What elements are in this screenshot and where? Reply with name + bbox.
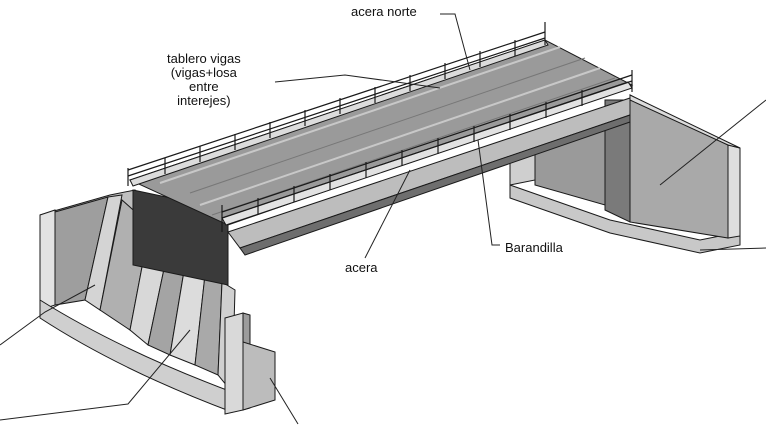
leader-lines — [0, 13, 766, 425]
leader-right-base — [699, 247, 766, 251]
leader-footing — [269, 377, 299, 425]
label-barandilla: Barandilla — [504, 240, 564, 255]
label-tablero-vigas: tablero vigas (vigas+losa entre intereje… — [166, 52, 242, 108]
leader-tablero — [274, 74, 441, 89]
label-acera: acera — [344, 260, 379, 275]
leader-left-base — [0, 329, 191, 421]
leader-acera — [364, 169, 411, 259]
railing-south — [221, 70, 633, 232]
leader-barandilla — [477, 139, 500, 246]
right-abutment — [509, 94, 741, 254]
railing-north — [127, 22, 546, 186]
deck — [128, 39, 634, 256]
label-tablero-line-1: tablero vigas — [167, 51, 241, 66]
label-tablero-line-2: (vigas+losa — [170, 65, 237, 80]
label-tablero-line-3: entre — [189, 79, 219, 94]
leader-acera-norte — [440, 13, 471, 71]
leader-left-wing — [0, 284, 96, 346]
label-acera-norte: acera norte — [350, 4, 418, 19]
label-tablero-line-4: interejes) — [177, 93, 231, 108]
leader-right-wing — [659, 99, 766, 186]
